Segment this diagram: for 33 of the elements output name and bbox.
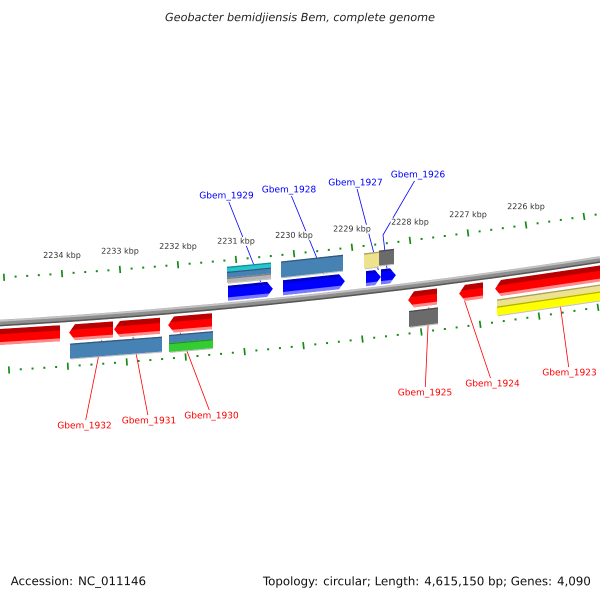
- leader-line: [464, 300, 491, 378]
- gene-label: Gbem_1932: [58, 422, 111, 430]
- scale-label: 2231 kbp: [216, 236, 256, 246]
- gene-label: Gbem_1929: [200, 192, 254, 200]
- scale-label: 2227 kbp: [448, 210, 488, 220]
- gene-bar: [168, 313, 212, 333]
- scale-label: 2226 kbp: [506, 202, 546, 212]
- gene-label: Gbem_1925: [398, 388, 452, 398]
- gene-label: Gbem_1924: [466, 380, 520, 388]
- gene-bar: [459, 282, 483, 301]
- scale-label: 2232 kbp: [158, 242, 198, 252]
- scale-label: 2234 kbp: [42, 251, 82, 260]
- gene-label: Gbem_1923: [542, 368, 596, 378]
- scale-label: 2230 kbp: [274, 231, 314, 240]
- gene-bar: [366, 270, 381, 286]
- title: Geobacter bemidjiensis Bem, complete genome: [166, 12, 434, 24]
- gene-label: Gbem_1927: [328, 178, 382, 188]
- gene-bar: [381, 268, 396, 284]
- scale-label: 2229 kbp: [332, 224, 372, 234]
- gene-label: Gbem_1931: [122, 416, 176, 426]
- leader-line: [382, 180, 415, 269]
- gene-label: Gbem_1930: [184, 412, 238, 420]
- gene-bar: [408, 288, 437, 308]
- gene-bar: [69, 321, 113, 340]
- gene-bar: [0, 325, 60, 345]
- footer-text: Accession: NC_011146: [10, 576, 146, 588]
- scale-label: 2233 kbp: [100, 246, 140, 256]
- leader-line: [356, 188, 379, 270]
- gene-bar: [114, 318, 160, 337]
- gene-label: Gbem_1928: [262, 186, 316, 194]
- scale-label: 2228 kbp: [390, 218, 430, 227]
- footer-text: Topology: circular; Length: 4,615,150 bp; Genes: 4,090: [262, 576, 590, 588]
- gene-label: Gbem_1926: [391, 170, 445, 180]
